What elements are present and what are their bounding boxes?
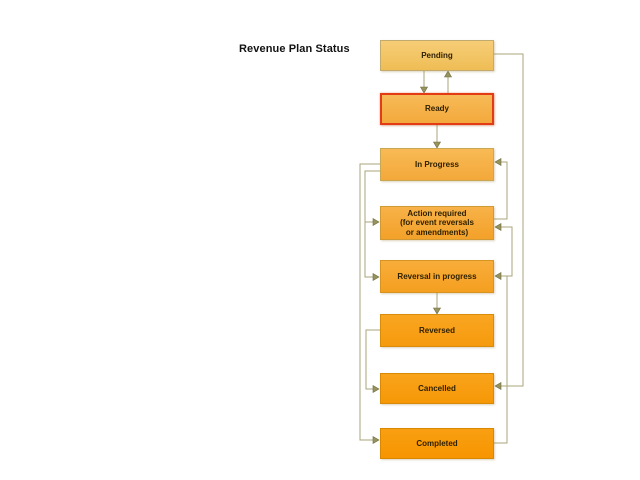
edge-completed-action-reversal <box>494 222 513 444</box>
edge-ready-in-progress <box>432 125 442 149</box>
edge-pending-cancelled <box>494 53 524 391</box>
edge-reversed-cancelled <box>365 329 380 394</box>
diagram-title: Revenue Plan Status <box>239 43 350 55</box>
node-reversal-in-progress: Reversal in progress <box>380 260 494 293</box>
node-label: Reversal in progress <box>397 271 477 281</box>
edge-pending-ready <box>419 71 429 94</box>
edge-in-progress-action-reversal <box>364 170 380 282</box>
node-pending: Pending <box>380 40 494 71</box>
node-label: Pending <box>421 50 453 60</box>
node-label: Cancelled <box>418 383 456 393</box>
node-label: Reversed <box>418 325 456 335</box>
node-reversed: Reversed <box>380 314 494 347</box>
edge-ready-pending <box>443 70 453 93</box>
node-action-required: Action required (for event reversals or … <box>380 206 494 240</box>
edge-action-in-progress <box>494 157 508 220</box>
node-label: Action required (for event reversals or … <box>400 209 474 237</box>
node-ready-highlighted: Ready <box>380 93 494 125</box>
node-cancelled: Cancelled <box>380 373 494 404</box>
node-label: Completed <box>416 438 458 448</box>
node-completed: Completed <box>380 428 494 459</box>
edge-in-progress-completed <box>359 163 380 445</box>
node-in-progress: In Progress <box>380 148 494 181</box>
node-label: In Progress <box>414 159 459 169</box>
node-label: Ready <box>424 104 449 114</box>
edge-reversal-reversed <box>432 293 442 315</box>
